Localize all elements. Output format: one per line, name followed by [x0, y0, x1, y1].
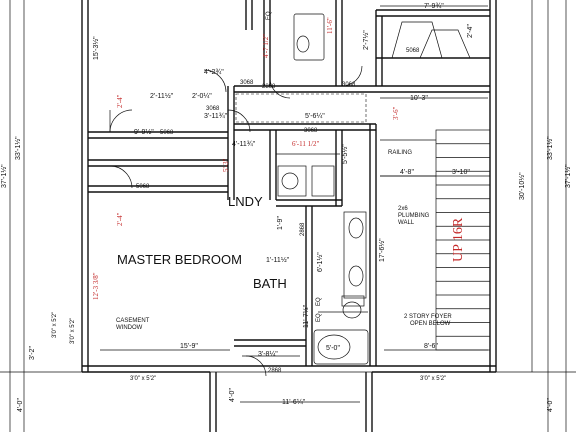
room-label-bath: BATH [253, 276, 287, 291]
exterior-walls [81, 0, 497, 432]
dim-text-red: 4'-7 1/2" [262, 34, 270, 58]
dim-text: 4'-8" [400, 169, 414, 176]
dim-text: 6'-1½" [316, 252, 324, 272]
dim-text-red: 3'-6" [392, 106, 400, 120]
dim-text: 37'-1½" [0, 164, 8, 188]
opening-code: 5068 [406, 48, 420, 54]
stairs-label: UP 16R [451, 217, 466, 262]
sink-icon [348, 217, 364, 239]
dim-text-red: 12'-3 3/8" [92, 272, 100, 300]
dim-text: 3'-2" [29, 346, 36, 360]
opening-code: 3068 [304, 128, 318, 134]
door-swing-icon [227, 109, 251, 133]
dim-text: 2'-4" [467, 24, 474, 38]
opening-code: 2868 [300, 222, 306, 236]
door-swing-icon [203, 69, 227, 93]
dim-text: 10'-3" [410, 95, 428, 102]
dim-text: 3'-11¾" [204, 113, 228, 120]
dim-text: 4'-0" [547, 398, 554, 412]
tub-icon [313, 329, 369, 365]
opening-code: 5068 [160, 130, 174, 136]
window-size: 3'0" x 5'2" [420, 376, 446, 382]
foyer-note: 2 STORY FOYER OPEN BELOW [404, 314, 453, 327]
opening-code: 2868 [262, 84, 276, 90]
sink-icon [296, 35, 310, 53]
room-label-laundry: LNDY [228, 194, 263, 209]
plumbing-note-line: 2x6 [398, 206, 408, 212]
dim-text: 9'-9½" [134, 128, 154, 136]
dim-text: 4'-2¾" [204, 69, 224, 76]
foyer-note-line: OPEN BELOW [410, 321, 451, 327]
window-size: 3'0" x 5'2" [70, 318, 76, 344]
dim-text: 2'-11½" [150, 92, 174, 100]
fixtures [277, 13, 471, 365]
dim-text-red: 2'-4" [116, 94, 124, 108]
dim-text: 11'-7½" [302, 304, 310, 328]
sink-icon [348, 265, 364, 287]
toilet-icon [341, 295, 365, 307]
dim-text: 5'-6¼" [305, 113, 325, 120]
opening-code: 5068 [136, 184, 150, 190]
window-size: 3'0" x 5'2" [52, 312, 58, 338]
dim-text: 3'-10" [452, 169, 470, 176]
dim-text: 4'-11¾" [232, 141, 256, 148]
dim-text: 5'-0" [326, 345, 340, 352]
plumbing-wall-note: 2x6 PLUMBING WALL [398, 206, 431, 226]
opening-code: 2868 [268, 368, 282, 374]
equal-mark: EQ [316, 313, 322, 322]
plumbing-note-line: PLUMBING [398, 213, 430, 219]
equal-mark: EQ [316, 297, 322, 306]
dim-text: 33'-1½" [546, 136, 554, 160]
dim-text: 37'-1½" [564, 164, 572, 188]
casement-window-note: CASEMENT WINDOW [116, 318, 151, 331]
casement-note-line: CASEMENT [116, 318, 150, 324]
notes: RAILING 2 STORY FOYER OPEN BELOW 2x6 PLU… [116, 150, 466, 331]
foyer-note-line: 2 STORY FOYER [404, 314, 452, 320]
doors [109, 65, 367, 377]
dim-text: 1'-11½" [266, 256, 290, 264]
dim-text-red: 11'-6" [326, 17, 334, 34]
dimension-text: 7'-9¾" 2'-4" 2'-7½" 15'-3½" 4'-2¾" 2'-11… [0, 3, 572, 412]
opening-code: 3068 [206, 106, 220, 112]
door-swing-icon [109, 165, 133, 189]
dim-text: 2'-0¼" [192, 93, 212, 100]
equal-mark: EQ [266, 11, 272, 20]
dim-text: 7'-9¾" [424, 3, 444, 10]
room-label-master-bedroom: MASTER BEDROOM [117, 252, 242, 267]
dim-text: 33'-1½" [14, 136, 22, 160]
dim-text: 30'-10½" [518, 172, 526, 200]
dim-text: 15'-3½" [92, 36, 100, 60]
dim-text-red: 6'-11 1/2" [292, 140, 320, 148]
dim-text-red: 5'-3" [222, 158, 230, 172]
dim-text: 17'-6½" [378, 238, 386, 262]
dim-text-red: 2'-4" [116, 212, 124, 226]
casement-note-line: WINDOW [116, 325, 143, 331]
dim-text: 15'-9" [180, 343, 198, 350]
dryer-icon [311, 165, 335, 197]
interior-walls [88, 0, 490, 366]
dim-text: 1'-9" [277, 216, 284, 230]
washer-icon [277, 165, 307, 197]
room-labels: MASTER BEDROOM LNDY BATH [117, 194, 287, 291]
opening-code: 3068 [342, 82, 356, 88]
opening-code: 3068 [240, 80, 254, 86]
door-swing-icon [269, 77, 291, 99]
dim-text: 8'-6" [424, 343, 438, 350]
dim-text: 4'-0" [229, 388, 236, 402]
dim-text: 3'-8¼" [258, 351, 278, 358]
plumbing-note-line: WALL [398, 220, 415, 226]
opening-codes: 5068 5068 5068 3068 3068 3068 3068 2868 … [52, 11, 446, 382]
door-swing-icon [109, 109, 133, 133]
railing-note: RAILING [388, 150, 412, 156]
window-size: 3'0" x 5'2" [130, 376, 156, 382]
dim-text: 4'-0" [17, 398, 24, 412]
dim-text: 5'-5½" [341, 144, 349, 164]
door-swing-icon [341, 65, 363, 87]
dim-text: 11'-6¼" [282, 399, 306, 406]
dim-text: 2'-7½" [362, 30, 370, 50]
